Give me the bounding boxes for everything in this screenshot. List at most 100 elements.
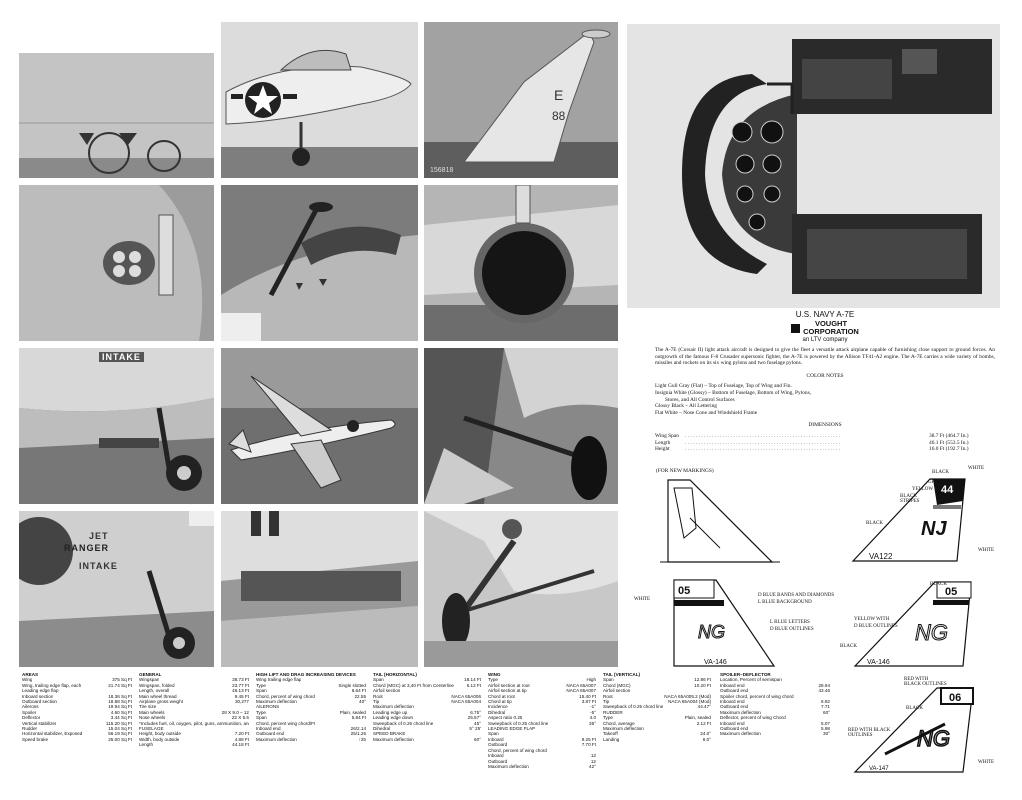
spec-row: Maximum deflection↑25	[256, 737, 366, 742]
photo-vertical-tail: E 88 156818	[424, 22, 618, 178]
callout-black-2: BLACK	[866, 521, 883, 526]
spec-label: Wing trailing edge flap	[256, 677, 302, 683]
tail-unit-va146-b: VA-146	[867, 659, 890, 666]
tail-code-nj: NJ	[921, 518, 947, 540]
tail-unit-va146-a: VA-146	[704, 659, 727, 666]
spec-value: 9.45 Ft	[234, 693, 249, 699]
spec-label: Tip	[603, 699, 610, 705]
spec-label: Dihedral	[373, 726, 391, 732]
color-note: Stores, and All Control Surfaces	[665, 396, 735, 403]
cockpit-panel-art	[627, 24, 1000, 308]
spec-label: Type	[603, 715, 613, 721]
spec-value: 15.04 Sq Ft	[108, 726, 132, 732]
spec-row: *Includes fuel, oil, oxygen, pilot, guns…	[139, 721, 249, 726]
spec-label: SPEED BRAKE	[373, 731, 406, 737]
spec-label: Inboard section	[22, 693, 54, 699]
spec-label: Vertical stabilizer	[22, 720, 57, 726]
spec-label: Chord, average	[603, 720, 635, 726]
spec-heading: AREAS	[22, 672, 39, 677]
spec-label: Sweepback of 0.25 chord line	[488, 720, 549, 726]
spec-label: Length, overall	[139, 688, 170, 694]
spec-label: Inboard end	[256, 726, 281, 732]
callout-gray: GRAY	[928, 480, 942, 485]
dimension-value: 16.0 Ft (192.7 In.)	[929, 446, 969, 453]
spec-value: 7.71	[821, 704, 830, 710]
aircraft-title: U.S. NAVY A-7E	[795, 310, 855, 319]
spec-row: Deflector, percent of wing Chord	[720, 715, 830, 720]
tail-drawing-va147: 06 NG VA-147	[853, 687, 974, 773]
spec-value: 22.55	[354, 693, 367, 699]
spec-row: Type Plain, sealed	[256, 710, 366, 715]
spec-label: Chord, percent of wing chord	[488, 747, 547, 753]
dimension-value: 38.7 Ft (464.7 In.)	[929, 432, 969, 439]
photo-nose-insignia-art	[221, 22, 418, 178]
spec-label: Ailerons	[22, 704, 39, 710]
spec-value: 12.86 Ft	[694, 677, 711, 683]
callout-red-black-1: RED WITH BLACK OUTLINES	[904, 677, 947, 687]
description: The A-7E (Corsair II) light attack aircr…	[655, 347, 995, 367]
spec-value: 4.60 Sq Ft	[110, 709, 132, 715]
spec-row: LEADING EDGE FLAP	[488, 726, 596, 731]
leader-dots: . . . . . . . . . . . . . . . . . . . . …	[685, 432, 840, 439]
svg-text:156818: 156818	[430, 167, 453, 174]
photo-exhaust-art	[424, 185, 618, 341]
spec-label: Airfoil section	[603, 688, 631, 694]
callout-black-5: BLACK	[906, 706, 923, 711]
callout-dblue-outlines: D BLUE OUTLINES	[770, 627, 814, 632]
spec-label: Root	[373, 693, 383, 699]
tail-unit-va147: VA-147	[869, 766, 889, 772]
spec-label: Outboard	[488, 742, 508, 748]
spec-value: 7.70 Ft	[581, 742, 596, 748]
spec-label: Inboard	[488, 753, 504, 759]
spec-row: Wing trailing edge flap	[256, 677, 366, 682]
spec-value: Plain, sealed	[339, 709, 366, 715]
spec-label: Deflector	[22, 715, 41, 721]
photo-nose-gear-art	[424, 511, 618, 667]
spec-label: Rudder	[22, 726, 38, 732]
callout-black-4: BLACK	[840, 644, 857, 649]
color-notes-title: COLOR NOTES	[806, 372, 844, 379]
spec-label: Maximum deflection	[720, 731, 761, 737]
spec-label: Aspect ratio 0.25	[488, 715, 523, 721]
spec-label: Deflector, percent of wing Chord	[720, 715, 786, 721]
tail-drawing-nj: 44 NJ VA122	[851, 478, 966, 562]
spec-label: Outboard end	[720, 726, 749, 732]
spec-label: Chord at tip	[488, 699, 512, 705]
spec-label: Nose wheels	[139, 715, 166, 721]
spec-label: Type	[488, 677, 498, 683]
spec-label: Type	[256, 682, 266, 688]
spec-row: Dihedral-5°	[488, 710, 596, 715]
spec-label: Inboard end	[720, 720, 745, 726]
spec-label: Span	[256, 715, 267, 721]
spec-label: Type	[256, 709, 266, 715]
spec-label: FUSELAGE	[139, 726, 164, 732]
photo-flying	[221, 348, 418, 504]
spec-value: 6.92	[821, 699, 830, 705]
spec-value: 18.36 Sq Ft	[108, 693, 132, 699]
callout-black-3: BLACK	[930, 582, 947, 587]
spec-label: Maximum deflection	[256, 736, 297, 742]
spec-value: 46.13 Ft	[232, 688, 249, 694]
intake-lower-label: INTAKE	[79, 561, 118, 571]
